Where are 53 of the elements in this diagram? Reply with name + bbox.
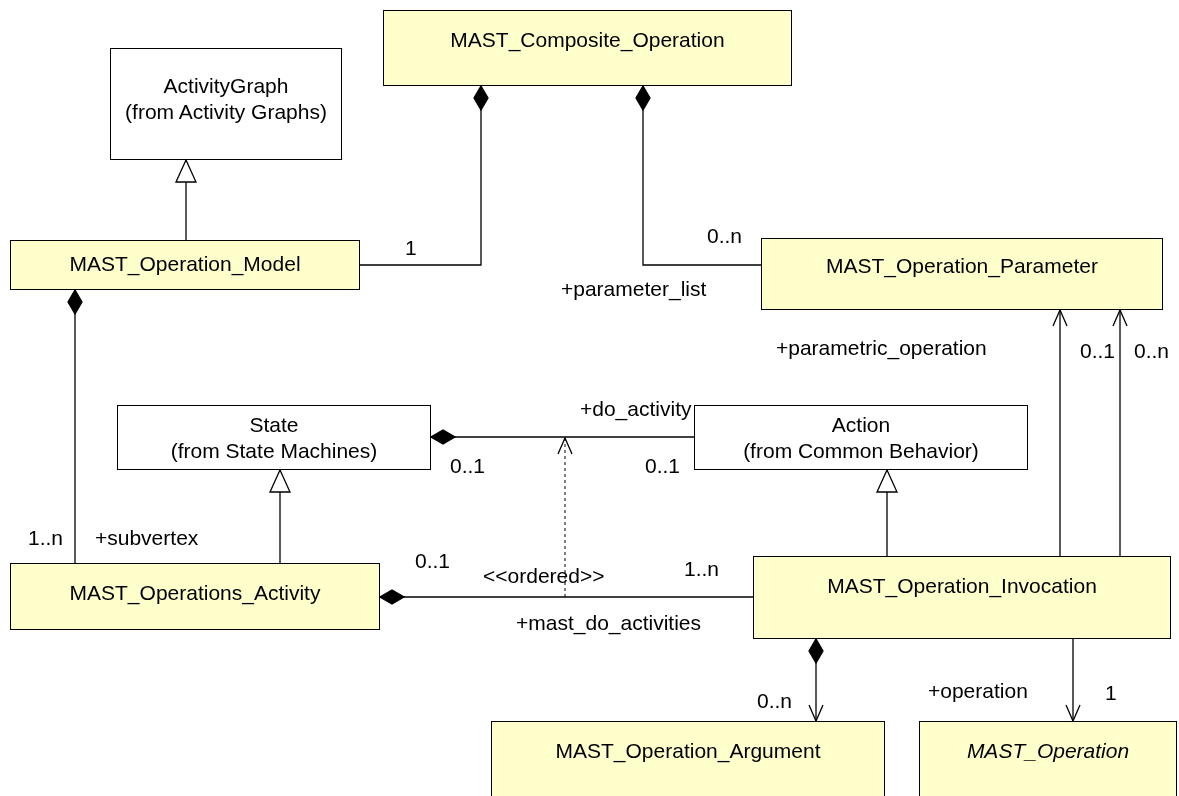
class-name: MAST_Composite_Operation	[449, 27, 726, 53]
class-name: State	[248, 412, 300, 438]
package-note: (from Activity Graphs)	[124, 99, 328, 125]
generalization-arrow	[269, 469, 291, 564]
class-box	[694, 405, 1028, 470]
class-name: MAST_Operation_Invocation	[826, 573, 1098, 599]
multiplicity: 1	[1105, 682, 1117, 704]
composition-line	[67, 289, 83, 564]
class-box	[753, 556, 1171, 639]
composition-line	[430, 429, 695, 445]
package-note: (from Common Behavior)	[742, 438, 980, 464]
multiplicity: 0..1	[1080, 340, 1116, 362]
role-name: +parametric_operation	[776, 337, 987, 359]
class-name: MAST_Operation_Model	[68, 251, 302, 277]
class-box	[383, 10, 792, 86]
composition-line	[379, 589, 754, 605]
composition-line	[635, 85, 762, 266]
multiplicity: 1	[405, 237, 417, 259]
multiplicity: 0..n	[707, 225, 743, 247]
class-name: MAST_Operation_Argument	[554, 738, 822, 764]
class-box	[10, 240, 360, 290]
generalization-arrow	[175, 159, 197, 241]
multiplicity: 1..n	[684, 558, 720, 580]
class-box	[110, 48, 342, 160]
multiplicity: 0..n	[1134, 340, 1170, 362]
package-note: (from State Machines)	[169, 438, 379, 464]
multiplicity: 0..1	[450, 455, 486, 477]
association-arrow	[1065, 638, 1081, 722]
class-name: MAST_Operation_Parameter	[825, 253, 1099, 279]
class-box	[491, 721, 885, 796]
multiplicity: 1..n	[28, 527, 64, 549]
role-name: +do_activity	[580, 398, 692, 420]
role-name: +operation	[928, 680, 1028, 702]
association-arrow	[1112, 309, 1128, 557]
role-name: +parameter_list	[561, 278, 707, 300]
class-box	[117, 405, 431, 470]
class-name: MAST_Operations_Activity	[68, 580, 322, 606]
class-name: ActivityGraph	[162, 73, 290, 99]
composition-line	[359, 85, 489, 266]
stereotype-label: <<ordered>>	[483, 565, 605, 587]
role-name: +mast_do_activities	[516, 612, 701, 634]
class-box	[10, 563, 380, 630]
association-arrow	[1052, 309, 1068, 557]
multiplicity: 0..n	[757, 690, 793, 712]
class-box	[761, 238, 1163, 310]
multiplicity: 0..1	[415, 550, 451, 572]
role-name: +subvertex	[95, 527, 199, 549]
class-name: MAST_Operation	[965, 738, 1131, 764]
class-name: Action	[830, 412, 892, 438]
generalization-arrow	[876, 469, 898, 557]
class-box	[919, 721, 1177, 796]
association-arrow	[808, 638, 824, 722]
multiplicity: 0..1	[645, 455, 681, 477]
